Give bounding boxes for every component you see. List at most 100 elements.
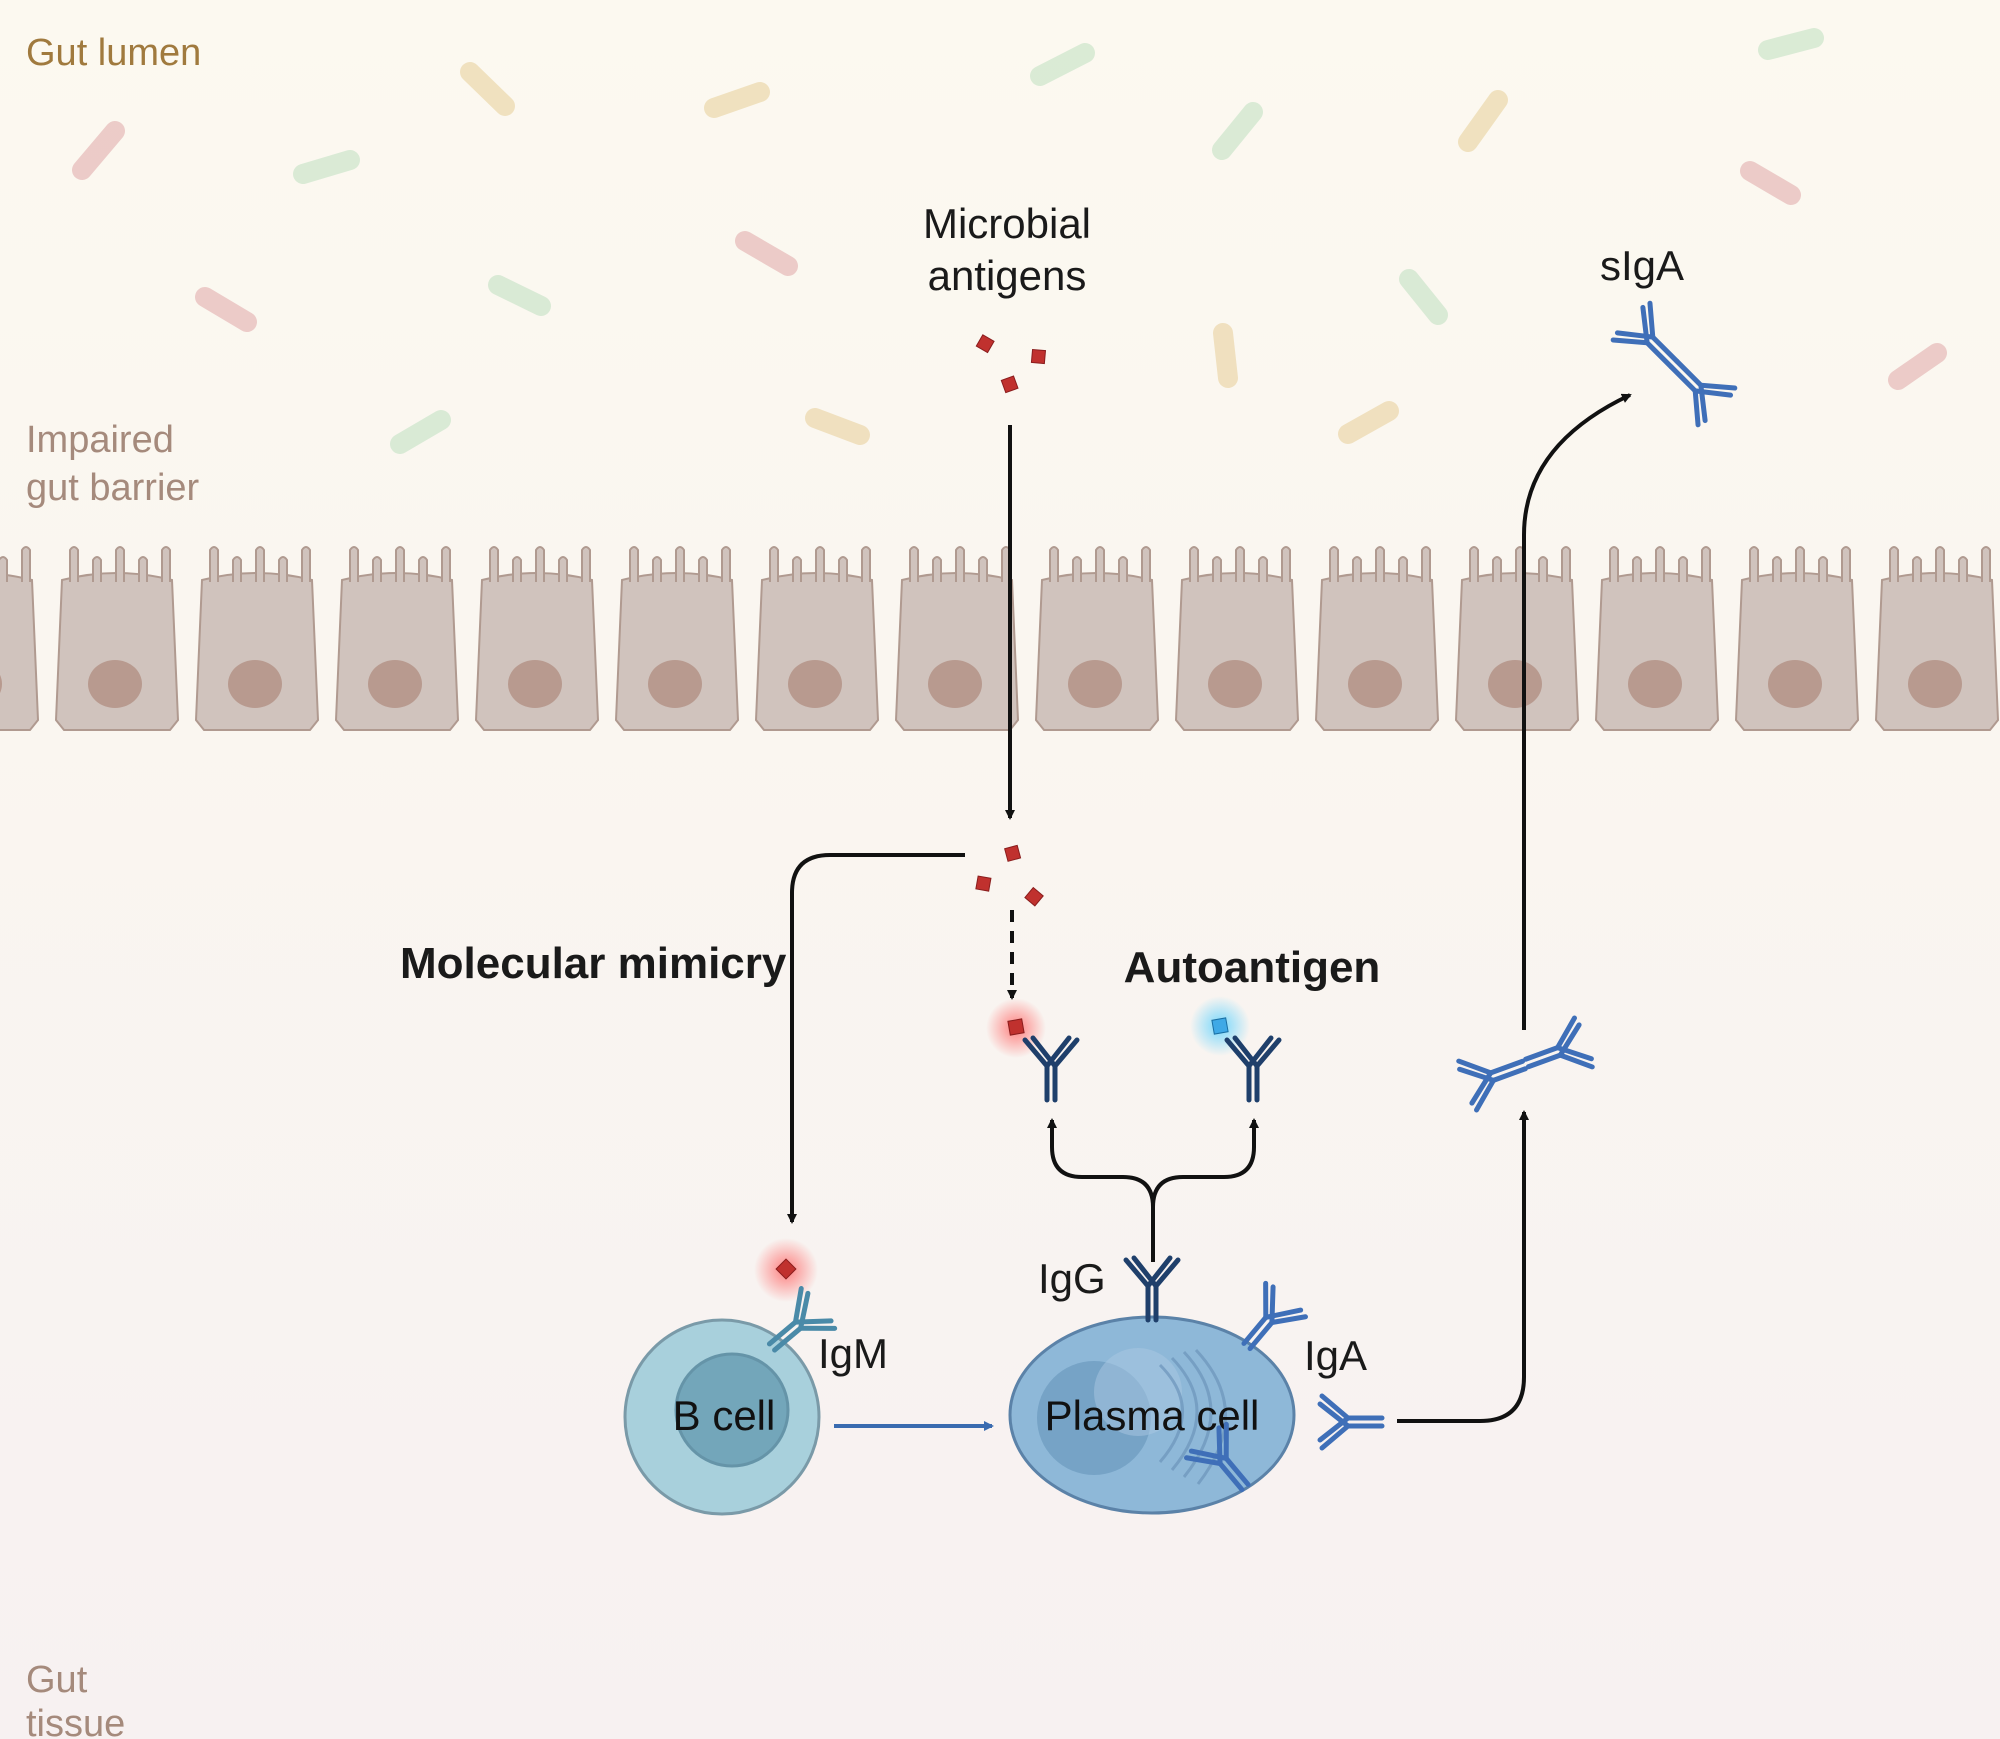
bacterium	[390, 410, 451, 454]
microvillus	[1095, 546, 1105, 582]
iga-secretion-arrow	[1397, 1110, 1529, 1423]
epithelial-cell-nucleus	[228, 660, 282, 708]
antibody-chain	[1241, 1314, 1269, 1346]
antibody-chain	[1490, 1066, 1528, 1083]
microvillus	[1678, 556, 1688, 582]
antibody-chain	[1640, 304, 1650, 346]
antibody-chain	[1217, 1461, 1245, 1493]
epithelial-cell-nucleus	[1628, 660, 1682, 708]
antibody-chain	[1317, 1401, 1351, 1429]
microvillus	[1118, 556, 1128, 582]
microvillus	[1212, 556, 1222, 582]
microvillus	[955, 546, 965, 582]
antigen-particle	[975, 875, 992, 892]
microvillus	[1701, 546, 1711, 582]
microvillus	[1818, 556, 1828, 582]
antibody-chain	[1263, 1307, 1304, 1320]
microvillus	[1281, 546, 1291, 582]
epithelial-cell-nucleus	[928, 660, 982, 708]
antigen-particle	[1004, 844, 1022, 862]
epithelial-cell-nucleus	[1488, 660, 1542, 708]
bacterium	[1030, 43, 1095, 86]
bacteria-group	[72, 28, 1947, 454]
igm-b-cell-receptor	[766, 1286, 838, 1353]
bacterium	[1399, 269, 1448, 325]
microvillus	[1609, 546, 1619, 582]
antibody-chain	[1523, 1045, 1561, 1062]
antibody-chain	[1668, 364, 1698, 394]
antibody-chain	[1184, 1455, 1223, 1467]
microvillus	[1958, 556, 1968, 582]
antibody-chain	[1247, 1320, 1275, 1352]
microvillus	[161, 546, 171, 582]
microvillus	[1655, 546, 1665, 582]
microbial-antigens-label-line2: antigens	[928, 252, 1087, 299]
microvillus	[815, 546, 825, 582]
microvillus	[441, 546, 451, 582]
bacterium	[72, 121, 125, 180]
microvillus	[21, 546, 31, 582]
microvillus	[1189, 546, 1199, 582]
bacterium	[735, 231, 798, 276]
epithelial-cell	[0, 573, 40, 731]
microvillus	[1889, 546, 1899, 582]
molecular-mimicry-label: Molecular mimicry	[400, 939, 787, 988]
bacterium	[805, 408, 870, 445]
plasma-cell-label: Plasma cell	[1045, 1392, 1260, 1439]
bacterium	[460, 62, 515, 116]
antigen-particle	[1000, 375, 1019, 394]
bacterium	[1213, 323, 1238, 388]
microbial-antigen-particles-lumen	[975, 334, 1047, 394]
dimeric-iga-to-siga-arrow	[1522, 393, 1632, 1030]
igg-label: IgG	[1038, 1255, 1106, 1302]
microvillus	[675, 546, 685, 582]
autoantigen-label: Autoantigen	[1124, 943, 1381, 992]
b-cell-label: B cell	[673, 1392, 776, 1439]
bacterium	[195, 287, 257, 332]
igm-label: IgM	[818, 1330, 888, 1377]
dimeric-iga-left	[1456, 1058, 1528, 1113]
antigen-particle	[1024, 886, 1044, 907]
microvillus	[232, 556, 242, 582]
antibody-chain	[1525, 1052, 1563, 1070]
microvillus	[0, 556, 8, 582]
epithelial-cell-nucleus	[1768, 660, 1822, 708]
antibody-chain	[1044, 1035, 1072, 1069]
antibody-chain	[1456, 1058, 1494, 1076]
epithelial-cell-nucleus	[1348, 660, 1402, 708]
microvillus	[1072, 556, 1082, 582]
iga-plasma-cell-surface-top	[1241, 1280, 1308, 1352]
microvillus	[978, 556, 988, 582]
antibody-chain	[1145, 1255, 1173, 1289]
igg-branch-arrow-left	[1047, 1118, 1155, 1262]
tissue-label-line2: tissue	[26, 1703, 125, 1739]
antibody-chain	[1223, 1421, 1229, 1461]
antibody-chain	[1555, 1045, 1594, 1062]
microvillus	[209, 546, 219, 582]
epithelial-cell-nucleus	[0, 674, 2, 694]
bcr-bound-antigen	[775, 1258, 797, 1280]
igg-branch-arrow-right	[1151, 1118, 1259, 1208]
microvillus	[1469, 546, 1479, 582]
epithelial-cell-nucleus	[788, 660, 842, 708]
microvillus	[395, 546, 405, 582]
microvillus	[115, 546, 125, 582]
bacterium	[1758, 28, 1824, 60]
antibody-chain	[1557, 1052, 1595, 1070]
barrier-label-line2: gut barrier	[26, 467, 200, 509]
microvillus	[909, 546, 919, 582]
antigen-particle	[1030, 348, 1047, 365]
bacterium	[1888, 343, 1947, 390]
antibody-chain	[1610, 337, 1650, 346]
bound-autoantigen	[1211, 1017, 1229, 1035]
antibody-chain	[1674, 358, 1704, 388]
antibody-chain	[1254, 1037, 1282, 1069]
b-cell-nucleus	[674, 1352, 790, 1468]
antigen-particle	[975, 334, 995, 354]
microvillus	[932, 556, 942, 582]
dimeric-iga-right	[1523, 1015, 1595, 1070]
epithelial-cell-nucleus	[1908, 660, 1962, 708]
antibody-chain	[1644, 340, 1674, 370]
antibody-chain	[1153, 1257, 1181, 1289]
